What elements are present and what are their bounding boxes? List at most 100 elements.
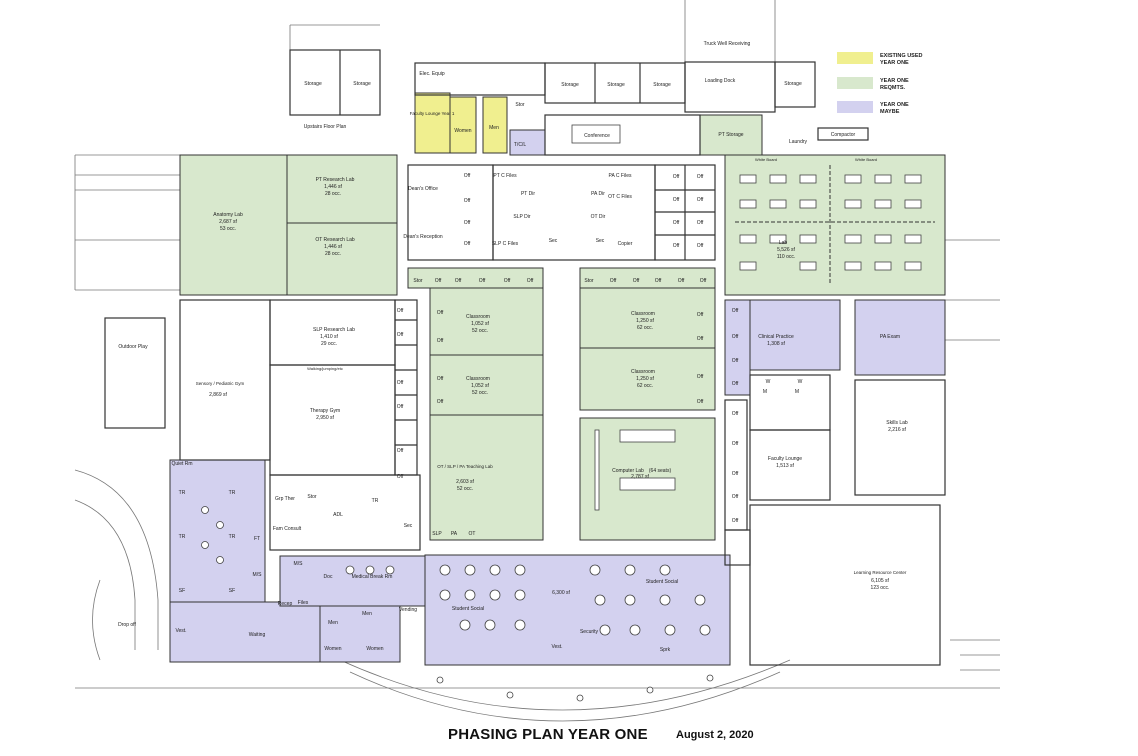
label-pt-research-sf: 1,446 sf (324, 184, 342, 190)
site-lines (74, 0, 1000, 722)
label-clinical-practice: Clinical Practice (758, 334, 794, 340)
label-off-e7: Off (673, 243, 680, 249)
label-sec-1: Sec (549, 238, 558, 244)
legend-swatch-existing (837, 52, 873, 64)
label-upstairs: Upstairs Floor Plan (304, 124, 347, 130)
label-laundry: Laundry (789, 139, 808, 145)
label-stor-row: Stor (413, 278, 423, 284)
lab-grid (735, 165, 935, 285)
label-grp-ther: Grp Ther (275, 496, 295, 502)
label-loading-dock: Loading Dock (705, 78, 736, 84)
label-off-d1: Off (464, 173, 471, 179)
maybe-areas (169, 129, 946, 666)
label-off-r5: Off (527, 278, 534, 284)
label-anatomy-sf: 2,687 sf (219, 219, 237, 225)
label-off-r3: Off (479, 278, 486, 284)
label-security: Security (580, 629, 599, 635)
label-classroom-4-occ: 62 occ. (637, 383, 653, 389)
label-ot-dir: OT Dir (591, 214, 606, 220)
label-tr-1: TR (179, 490, 186, 496)
label-off-w3: Off (732, 358, 739, 364)
label-women-2: Women (324, 646, 341, 652)
label-white-board-2: White Board (855, 157, 877, 162)
label-slp-research-sf: 1,410 sf (320, 334, 338, 340)
label-pa-dir: PA Dir (591, 191, 605, 197)
label-classroom-1: Classroom (466, 314, 490, 320)
label-copier: Copier (618, 241, 633, 247)
label-off-r8: Off (655, 278, 662, 284)
label-classroom-4-sf: 1,250 sf (636, 376, 654, 382)
label-tcl: T/C/L (514, 142, 526, 148)
label-sensory-sf: 2,869 sf (209, 392, 227, 398)
label-off-e6: Off (697, 220, 704, 226)
label-recep: Recep (278, 601, 293, 607)
label-white-board-1: White Board (755, 157, 777, 162)
label-deans-office: Dean's Office (408, 186, 438, 192)
label-truck-well: Truck Well Receiving (704, 41, 751, 47)
label-pt-c-files: PT C Files (493, 173, 517, 179)
label-faculty-lounge-sf: 1,513 sf (776, 463, 794, 469)
label-off-w8: Off (732, 494, 739, 500)
label-outdoor-play: Outdoor Play (118, 344, 148, 350)
existing-areas (414, 92, 508, 154)
label-women: Women (454, 128, 471, 134)
label-compactor: Compactor (831, 132, 856, 138)
label-ft: FT (254, 536, 260, 542)
label-adl: ADL (333, 512, 343, 518)
label-off-c2: Off (437, 338, 444, 344)
label-off-s6: Off (397, 474, 404, 480)
label-ot: OT (469, 531, 476, 537)
label-pa: PA (451, 531, 458, 537)
legend-year-one-2: REQMTS. (880, 85, 906, 91)
label-medical-break: Medical Break Rm (352, 574, 393, 580)
label-drop-off: Drop off (118, 622, 136, 628)
label-men-2: Men (328, 620, 338, 626)
label-off-c6: Off (697, 336, 704, 342)
label-elec-equip: Elec. Equip (419, 71, 445, 77)
label-off-r4: Off (504, 278, 511, 284)
label-off-c1: Off (437, 310, 444, 316)
label-tr-5: TR (372, 498, 379, 504)
label-off-r1: Off (435, 278, 442, 284)
label-computer-lab: Computer Lab (612, 468, 644, 474)
room-labels: Storage Storage Upstairs Floor Plan Elec… (118, 41, 908, 653)
label-walking: Walking/jumping/etc (307, 366, 343, 371)
label-off-r10: Off (700, 278, 707, 284)
label-computer-lab-sf: 2,787 sf (631, 474, 649, 480)
label-storage-4: Storage (607, 82, 625, 88)
label-waiting: Waiting (249, 632, 266, 638)
label-off-c5: Off (697, 312, 704, 318)
label-learning-resource-occ: 123 occ. (871, 585, 890, 591)
label-pt-research: PT Research Lab (316, 177, 355, 183)
label-w-1: W (766, 379, 771, 385)
label-m-2: M (795, 389, 799, 395)
label-quiet-rm: Quiet Rm (171, 461, 192, 467)
label-off-e2: Off (697, 174, 704, 180)
label-off-s1: Off (397, 308, 404, 314)
label-sf-6300: 6,300 sf (552, 590, 570, 596)
social-tables (201, 506, 714, 702)
label-tr-4: TR (229, 534, 236, 540)
label-storage-5: Storage (653, 82, 671, 88)
lab-tables (571, 124, 922, 511)
label-off-d3: Off (464, 220, 471, 226)
label-fam-consult: Fam Consult (273, 526, 302, 532)
label-computer-lab-seats: (64 seats) (649, 468, 672, 474)
label-skills-lab: Skills Lab (886, 420, 908, 426)
label-off-s3: Off (397, 380, 404, 386)
label-women-3: Women (366, 646, 383, 652)
label-stor-top: Stor (515, 102, 525, 108)
label-ot-c-files: OT C Files (608, 194, 632, 200)
label-w-2: W (798, 379, 803, 385)
label-stor-row2: Stor (584, 278, 594, 284)
label-vending: Vending (399, 607, 417, 613)
label-classroom-4: Classroom (631, 369, 655, 375)
label-pt-research-occ: 28 occ. (325, 191, 341, 197)
office-labels: Stor Off Off Off Off Off Stor Off Off Of… (397, 173, 803, 524)
label-storage-6: Storage (784, 81, 802, 87)
label-off-r9: Off (678, 278, 685, 284)
label-lab-sf: 5,526 sf (777, 247, 795, 253)
label-student-social-1: Student Social (452, 606, 484, 612)
label-off-w1: Off (732, 308, 739, 314)
